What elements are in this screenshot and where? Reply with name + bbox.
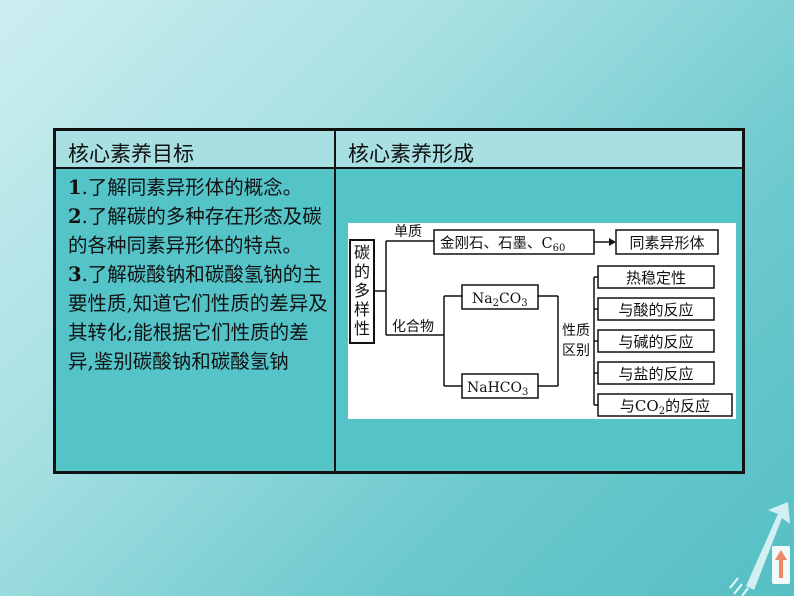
property-4: 与盐的反应 <box>618 365 693 383</box>
root-char-1: 碳 <box>354 243 370 262</box>
nahco3-formula: NaHCO3 <box>467 380 528 398</box>
header-formation-label: 核心素养形成 <box>348 138 474 168</box>
decorative-arrows-icon <box>724 500 794 596</box>
root-char-3: 多 <box>354 281 370 300</box>
compound-label: 化合物 <box>392 319 434 335</box>
property-1: 热稳定性 <box>626 269 686 287</box>
property-label-2: 区别 <box>562 343 590 359</box>
root-char-2: 的 <box>354 262 370 281</box>
content-table: 核心素养目标 核心素养形成 1.了解同素异形体的概念。 2.了解碳的多种存在形态… <box>53 128 745 474</box>
concept-diagram: 碳 的 多 样 性 单质 化合物 金刚石、石墨、C60 同素异形体 Na2CO3 <box>348 223 736 419</box>
goal-1: 1.了解同素异形体的概念。 <box>68 173 330 202</box>
root-char-4: 样 <box>354 300 370 319</box>
goals-cell: 1.了解同素异形体的概念。 2.了解碳的多种存在形态及碳的各种同素异形体的特点。… <box>56 169 336 471</box>
property-5: 与CO2的反应 <box>620 397 710 417</box>
header-formation: 核心素养形成 <box>336 131 742 169</box>
property-label-1: 性质 <box>562 323 590 339</box>
header-goals: 核心素养目标 <box>56 131 336 169</box>
root-char-5: 性 <box>354 319 370 338</box>
na2co3-formula: Na2CO3 <box>472 291 528 309</box>
property-2: 与酸的反应 <box>618 301 693 319</box>
goal-3: 3.了解碳酸钠和碳酸氢钠的主要性质,知道它们性质的差异及其转化;能根据它们性质的… <box>68 260 330 376</box>
goal-2: 2.了解碳的多种存在形态及碳的各种同素异形体的特点。 <box>68 202 330 260</box>
header-goals-label: 核心素养目标 <box>68 138 194 168</box>
simple-label: 单质 <box>394 224 422 240</box>
allotrope-list: 金刚石、石墨、C60 <box>440 235 565 254</box>
property-3: 与碱的反应 <box>618 333 693 351</box>
goals-list: 1.了解同素异形体的概念。 2.了解碳的多种存在形态及碳的各种同素异形体的特点。… <box>68 173 330 376</box>
allotrope-term: 同素异形体 <box>629 234 704 252</box>
